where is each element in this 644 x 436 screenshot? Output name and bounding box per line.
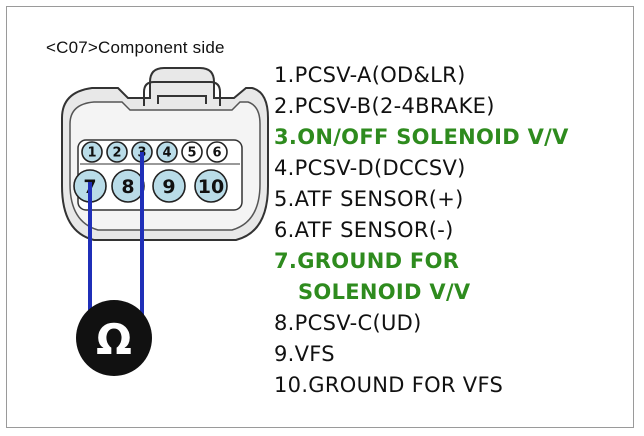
pin-label-9: 9.VFS <box>274 342 335 366</box>
pin-8-number: 8 <box>121 176 134 198</box>
pin-label-10: 10.GROUND FOR VFS <box>274 373 504 397</box>
pin-label-1: 1.PCSV-A(OD&LR) <box>274 63 466 87</box>
pin-5-number: 5 <box>187 146 196 161</box>
pin-6 <box>206 141 228 163</box>
pin-label-7: 7.GROUND FOR SOLENOID V/V <box>274 246 569 308</box>
pin-label-8: 8.PCSV-C(UD) <box>274 311 422 335</box>
pin-2-number: 2 <box>112 146 121 161</box>
pin-5 <box>181 141 203 163</box>
pin-label-2: 2.PCSV-B(2-4BRAKE) <box>274 94 495 118</box>
pin-label-6: 6.ATF SENSOR(-) <box>274 218 454 242</box>
pin-legend: 1.PCSV-A(OD&LR) 2.PCSV-B(2-4BRAKE) 3.ON/… <box>274 60 569 401</box>
pin-label-3: 3.ON/OFF SOLENOID V/V <box>274 125 569 149</box>
pin-10 <box>194 169 228 203</box>
ohm-icon: Ω <box>96 315 132 364</box>
ohmmeter <box>76 300 152 376</box>
connector-latch-inner <box>157 95 207 104</box>
connector-latch <box>143 81 221 106</box>
pin-2 <box>106 141 128 163</box>
pin-9-number: 9 <box>162 176 175 198</box>
pin-4 <box>156 141 178 163</box>
pin-9 <box>152 169 186 203</box>
pin-4-number: 4 <box>162 146 171 161</box>
pin-label-7-line2: SOLENOID V/V <box>298 280 471 304</box>
pin-label-5: 5.ATF SENSOR(+) <box>274 187 464 211</box>
pin-1-number: 1 <box>87 146 96 161</box>
connector-caption: <C07>Component side <box>46 38 225 57</box>
pin-label-7-line1: 7.GROUND FOR <box>274 249 460 273</box>
pin-6-number: 6 <box>212 146 221 161</box>
pin-10-number: 10 <box>198 176 224 198</box>
pin-1 <box>81 141 103 163</box>
pin-label-4: 4.PCSV-D(DCCSV) <box>274 156 466 180</box>
